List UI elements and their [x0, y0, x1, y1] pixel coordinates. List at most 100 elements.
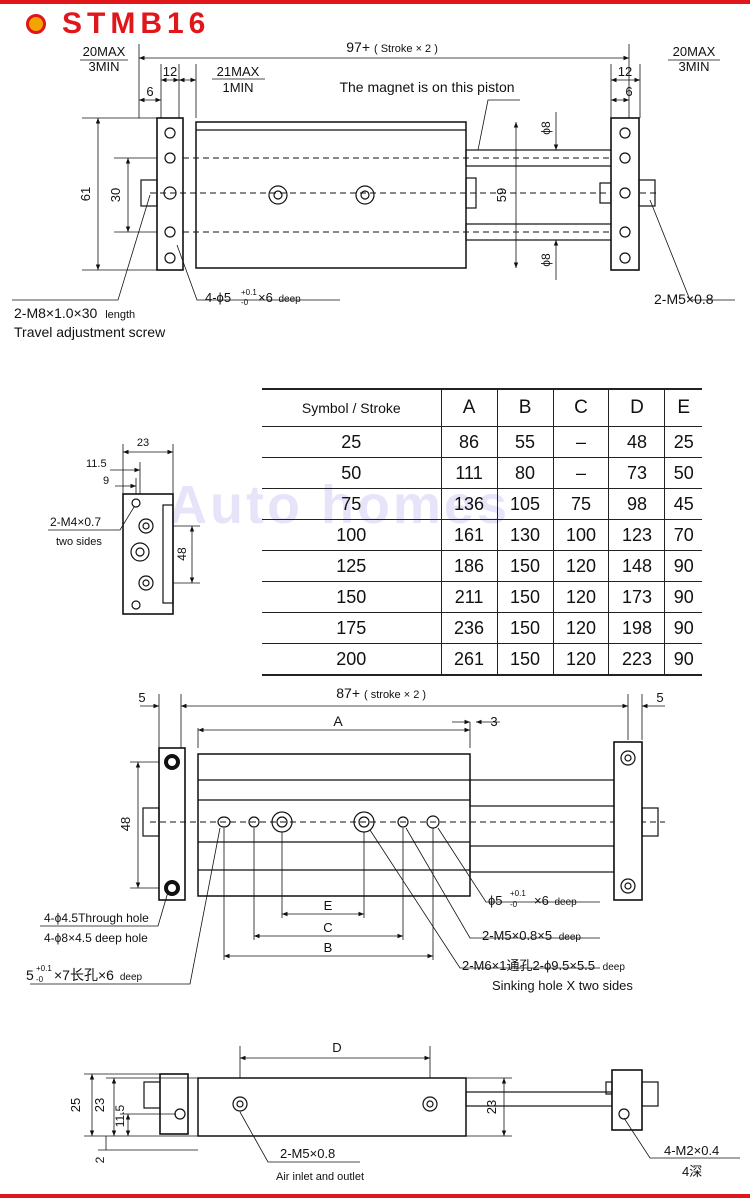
- side-hole-icon: [131, 498, 141, 508]
- bottom-dim-3: 3: [490, 714, 497, 729]
- plate-hole-icon: [164, 226, 176, 238]
- dim-61-label: 61: [78, 187, 93, 201]
- side-hole-icon: [138, 575, 154, 591]
- table-cell: –: [552, 457, 609, 489]
- table-cell: 161: [440, 519, 498, 551]
- phi5-tol-upper: +0.1: [510, 889, 526, 898]
- right-thread-label: 2-M5×0.8: [654, 291, 714, 307]
- dim-12-left: 12: [163, 64, 177, 79]
- bottom-view: 5 87+ ( stroke × 2 ) 5 A 3 48 E C B 4-ϕ4…: [26, 685, 665, 993]
- air-label: 2-M5×0.8: [280, 1146, 335, 1161]
- front-dim-2: 2: [93, 1156, 107, 1163]
- slot-rest: ×7长孔×6 deep: [54, 967, 143, 983]
- table-cell-stroke: 25: [262, 426, 442, 458]
- right-end-plate: [610, 117, 640, 271]
- hole-tol-upper: +0.1: [241, 288, 257, 297]
- table-cell: 48: [608, 426, 665, 458]
- air-note: Air inlet and outlet: [276, 1171, 364, 1183]
- bottom-dim-total: 87+: [336, 685, 360, 701]
- dim-6-right: 6: [625, 84, 632, 99]
- table-cell: 120: [552, 581, 609, 613]
- bottom-dim-C: C: [323, 920, 332, 935]
- table-cell-stroke: 200: [262, 643, 442, 676]
- left-adjust-screw: [140, 179, 158, 207]
- side-thread-label: 2-M4×0.7: [50, 515, 101, 529]
- bottom-dim-A: A: [333, 713, 343, 729]
- dim-total-label: 97+: [346, 39, 370, 55]
- slot-tol-upper: +0.1: [36, 964, 52, 973]
- front-dim-23-left: 23: [92, 1098, 107, 1112]
- table-cell: 105: [496, 488, 554, 520]
- table-cell: 130: [496, 519, 554, 551]
- m6-label: 2-M6×1通孔2-ϕ9.5×5.5 deep: [462, 958, 625, 973]
- table-cell: 236: [440, 612, 498, 644]
- table-cell: 120: [552, 643, 609, 676]
- table-cell: –: [552, 426, 609, 458]
- left-min-label: 3MIN: [88, 59, 119, 74]
- side-view: 23 11.5 9 2-M4×0.7 two sides 48: [48, 437, 200, 615]
- table-cell: 73: [608, 457, 665, 489]
- plate-hole-icon: [620, 878, 636, 894]
- front-cylinder-body: [197, 1077, 467, 1137]
- front-right-plate: [611, 1069, 643, 1131]
- side-hole-icon: [138, 518, 154, 534]
- cylinder-body: [195, 121, 467, 269]
- table-cell: 90: [664, 581, 702, 613]
- side-dim-11-5: 11.5: [86, 458, 107, 470]
- m2-label: 4-M2×0.4: [664, 1143, 719, 1158]
- through-hole-label: 4-ϕ4.5Through hole: [44, 911, 149, 925]
- bottom-dim-total-note: ( stroke × 2 ): [364, 689, 426, 701]
- table-cell: 75: [552, 488, 609, 520]
- plate-hole-icon: [619, 187, 631, 199]
- side-port-icon: [130, 542, 150, 562]
- table-header: A: [440, 388, 498, 427]
- page-title: STMB16: [62, 7, 211, 40]
- table-cell: 111: [440, 457, 498, 489]
- table-cell: 90: [664, 643, 702, 676]
- front-dim-D: D: [332, 1040, 341, 1055]
- front-view: D 25 23 11.5 2 23 2-M5×0.8 Air inlet and…: [68, 1040, 740, 1183]
- bottom-red-rule: [0, 1194, 750, 1198]
- side-thread-note: two sides: [56, 536, 102, 548]
- table-cell: 100: [552, 519, 609, 551]
- plate-hole-icon: [619, 226, 631, 238]
- table-cell: 80: [496, 457, 554, 489]
- plate-hole-icon: [619, 152, 631, 164]
- magnet-note: The magnet is on this piston: [339, 79, 514, 95]
- bottom-dim-5-left: 5: [138, 690, 145, 705]
- bottom-dim-48: 48: [118, 817, 133, 831]
- front-dim-23-right: 23: [484, 1100, 499, 1114]
- table-cell: 90: [664, 612, 702, 644]
- screw-label: 2-M8×1.0×30 length: [14, 305, 135, 321]
- side-dim-23: 23: [137, 437, 149, 449]
- dim-1min-label: 1MIN: [222, 80, 253, 95]
- front-dim-25: 25: [68, 1098, 83, 1112]
- plate-hole-icon: [164, 127, 176, 139]
- left-end-plate: [156, 117, 184, 271]
- table-header-row: Symbol / Stroke A B C D E: [262, 388, 702, 427]
- table-cell: 120: [552, 550, 609, 582]
- bottom-left-plate: [158, 747, 186, 901]
- right-adjust-screw: [638, 179, 656, 207]
- slot-tol-lower: -0: [36, 975, 44, 984]
- table-cell-stroke: 50: [262, 457, 442, 489]
- table-cell: 211: [440, 581, 498, 613]
- dim-21max-label: 21MAX: [217, 64, 260, 79]
- table-cell: 198: [608, 612, 665, 644]
- bottom-cylinder-body: [197, 753, 471, 897]
- table-cell: 186: [440, 550, 498, 582]
- table-cell-stroke: 75: [262, 488, 442, 520]
- dim-30-label: 30: [108, 188, 123, 202]
- top-red-rule: [0, 0, 750, 4]
- slot-hole-icon: [217, 816, 231, 828]
- side-hole-icon: [131, 600, 141, 610]
- phi5-rest: ×6 deep: [534, 893, 577, 908]
- plate-hole-icon: [164, 152, 176, 164]
- table-cell: 261: [440, 643, 498, 676]
